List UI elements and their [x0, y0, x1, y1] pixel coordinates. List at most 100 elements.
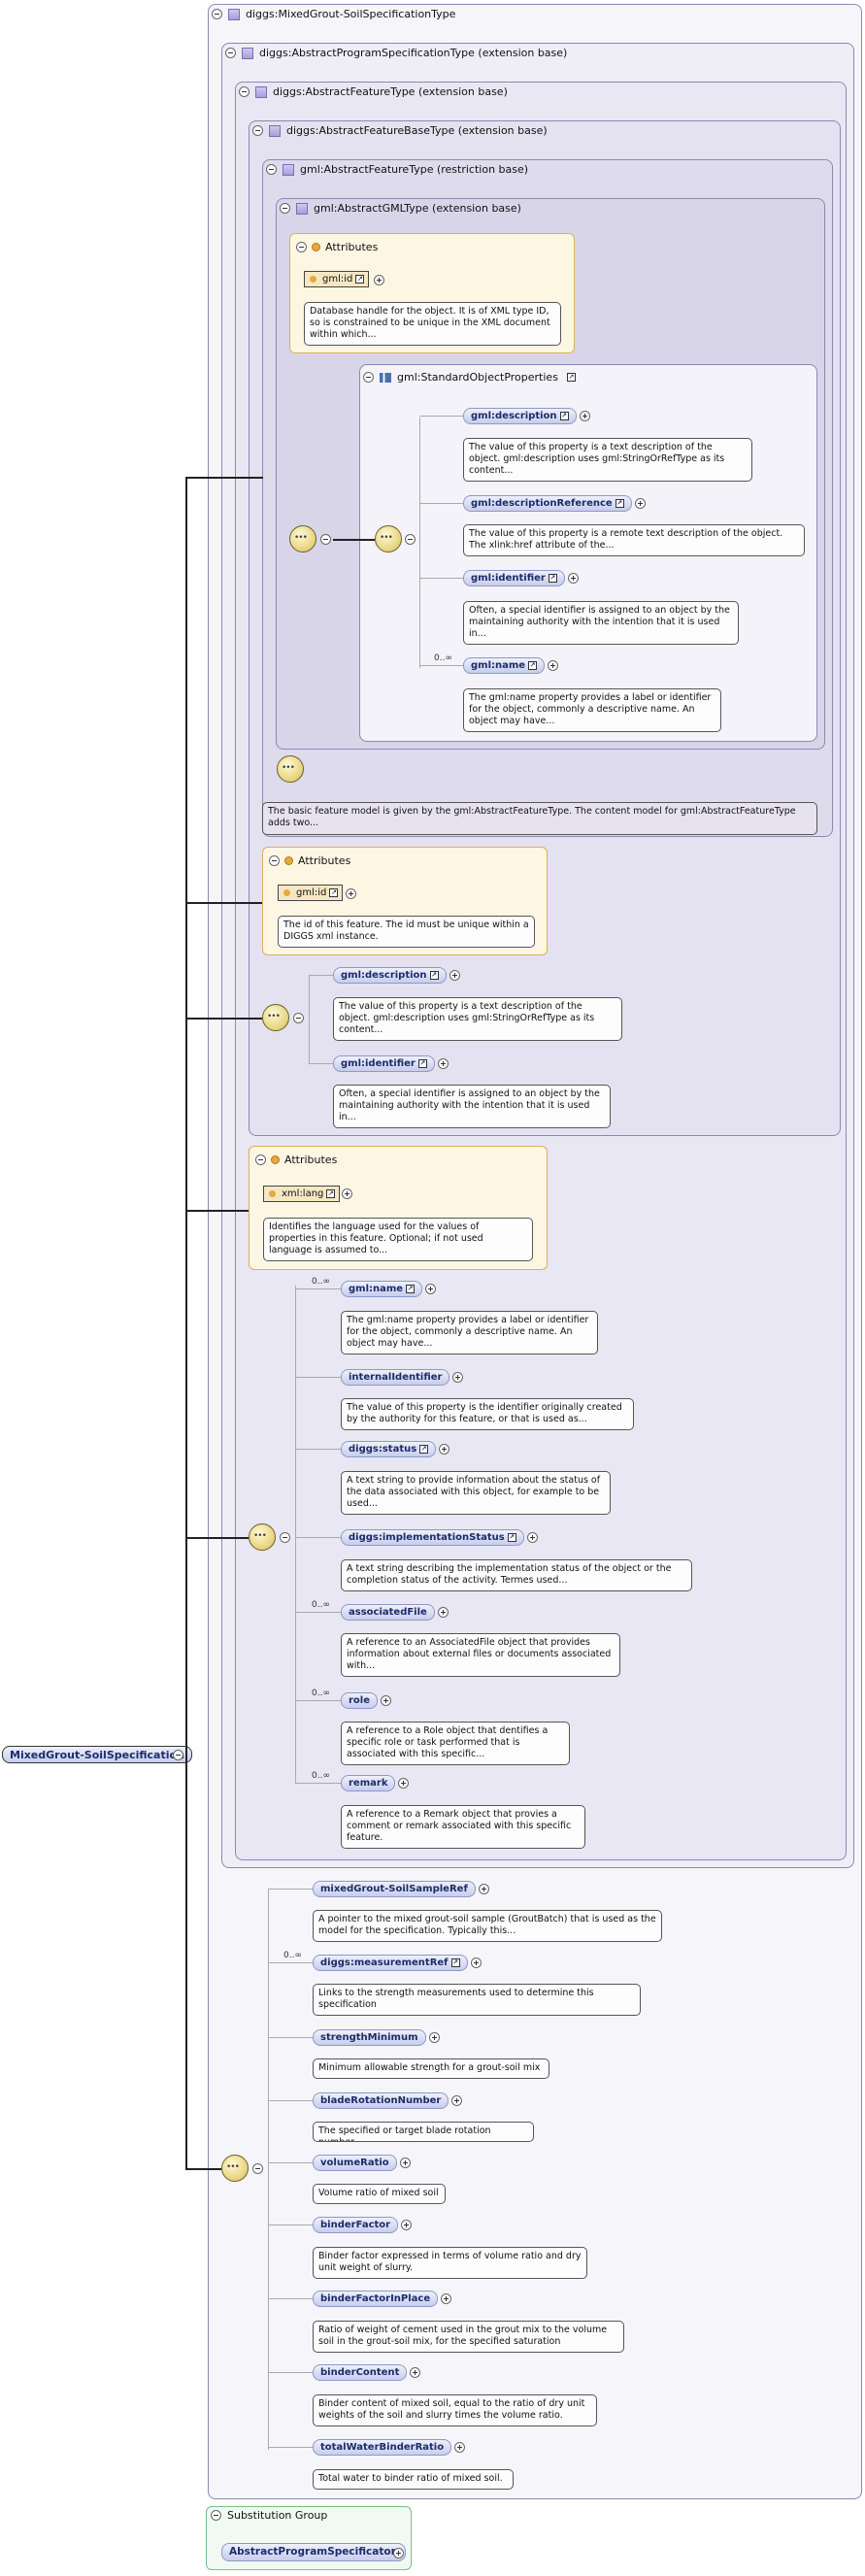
sequence-icon[interactable] — [249, 1523, 276, 1551]
sequence-icon[interactable] — [289, 525, 316, 552]
expand-icon[interactable] — [374, 275, 384, 285]
element-volumeratio[interactable]: volumeRatio — [313, 2155, 397, 2171]
expand-icon[interactable] — [438, 1607, 449, 1618]
expand-icon[interactable] — [439, 1444, 449, 1455]
element-gml-descriptionreference[interactable]: gml:descriptionReference↗ — [463, 495, 632, 512]
element-gml-identifier[interactable]: gml:identifier↗ — [333, 1055, 435, 1072]
expand-icon[interactable] — [441, 2293, 451, 2304]
collapse-icon[interactable] — [252, 125, 263, 136]
expand-icon[interactable] — [425, 1284, 436, 1294]
element-diggs-status[interactable]: diggs:status↗ — [341, 1441, 437, 1457]
jump-icon[interactable]: ↗ — [406, 1284, 416, 1293]
collapse-icon[interactable] — [269, 855, 280, 866]
expand-icon[interactable] — [401, 2220, 412, 2230]
expand-icon[interactable] — [381, 1695, 391, 1706]
expand-icon[interactable] — [454, 2442, 465, 2453]
expand-icon[interactable] — [438, 1058, 449, 1069]
jump-icon[interactable]: ↗ — [329, 887, 339, 897]
substitution-group-header[interactable]: Substitution Group — [211, 2509, 327, 2522]
jump-icon[interactable]: ↗ — [429, 970, 439, 980]
element-internalidentifier[interactable]: internalIdentifier — [341, 1369, 450, 1386]
element-binderfactor[interactable]: binderFactor — [313, 2217, 399, 2233]
collapse-icon[interactable] — [252, 2163, 263, 2174]
type-header-gml-feature[interactable]: gml:AbstractFeatureType (restriction bas… — [266, 163, 528, 176]
expand-icon[interactable] — [471, 1957, 482, 1968]
collapse-icon[interactable] — [363, 372, 374, 383]
collapse-icon[interactable] — [239, 86, 250, 97]
expand-icon[interactable] — [429, 2032, 440, 2043]
collapse-icon[interactable] — [293, 1013, 304, 1023]
sequence-icon[interactable] — [277, 755, 304, 783]
expand-icon[interactable] — [449, 970, 460, 981]
expand-icon[interactable] — [635, 498, 646, 509]
expand-icon[interactable] — [479, 1884, 489, 1894]
jump-icon[interactable]: ↗ — [548, 573, 557, 583]
element-totalwaterbinderratio[interactable]: totalWaterBinderRatio — [313, 2439, 452, 2456]
sequence-icon[interactable] — [375, 525, 402, 552]
collapse-icon[interactable] — [212, 9, 222, 19]
element-bindercontent[interactable]: binderContent — [313, 2364, 408, 2381]
jump-icon[interactable]: ↗ — [528, 660, 538, 670]
element-gml-name[interactable]: gml:name↗ — [463, 657, 546, 674]
collapse-icon[interactable] — [255, 1154, 266, 1165]
expand-icon[interactable] — [393, 2548, 404, 2559]
element-binderfactorinplace[interactable]: binderFactorInPlace — [313, 2291, 439, 2307]
expand-icon[interactable] — [398, 1778, 409, 1789]
group-header-standard-props[interactable]: gml:StandardObjectProperties↗ — [363, 371, 576, 384]
jump-icon[interactable]: ↗ — [419, 1444, 429, 1454]
attribute-gml-id[interactable]: gml:id↗ — [304, 271, 370, 287]
sequence-icon[interactable] — [262, 1004, 289, 1031]
type-header-abstract-feature[interactable]: diggs:AbstractFeatureType (extension bas… — [239, 85, 508, 98]
jump-icon[interactable]: ↗ — [559, 411, 569, 420]
expand-icon[interactable] — [410, 2367, 420, 2378]
expand-icon[interactable] — [451, 2095, 462, 2106]
element-associatedfile[interactable]: associatedFile — [341, 1604, 435, 1621]
element-gml-identifier[interactable]: gml:identifier↗ — [463, 570, 565, 586]
attributes-header[interactable]: Attributes — [255, 1154, 337, 1166]
collapse-icon[interactable] — [266, 164, 277, 175]
expand-icon[interactable] — [342, 1188, 352, 1199]
jump-icon[interactable]: ↗ — [507, 1532, 516, 1542]
attribute-gml-id[interactable]: gml:id↗ — [278, 885, 344, 901]
root-element[interactable]: MixedGrout-SoilSpecification — [2, 1746, 192, 1763]
collapse-icon[interactable] — [280, 1532, 290, 1543]
element-remark[interactable]: remark — [341, 1775, 396, 1791]
jump-icon[interactable]: ↗ — [450, 1957, 460, 1967]
attributes-header[interactable]: Attributes — [296, 241, 378, 253]
element-gml-description[interactable]: gml:description↗ — [463, 408, 577, 424]
collapse-icon[interactable] — [225, 48, 236, 58]
jump-icon[interactable]: ↗ — [355, 274, 365, 284]
collapse-icon[interactable] — [320, 534, 331, 545]
collapse-icon[interactable] — [405, 534, 416, 545]
expand-icon[interactable] — [346, 888, 356, 899]
element-diggs-implementationstatus[interactable]: diggs:implementationStatus↗ — [341, 1529, 524, 1546]
expand-icon[interactable] — [580, 411, 590, 421]
element-strengthminimum[interactable]: strengthMinimum — [313, 2029, 426, 2046]
collapse-icon[interactable] — [296, 242, 307, 252]
expand-icon[interactable] — [527, 1532, 538, 1543]
jump-icon[interactable]: ↗ — [417, 1058, 427, 1068]
type-header-gml-abstract[interactable]: gml:AbstractGMLType (extension base) — [280, 202, 521, 215]
element-mixedgrout-soilsampleref[interactable]: mixedGrout-SoilSampleRef — [313, 1881, 476, 1897]
attribute-xml-lang[interactable]: xml:lang↗ — [263, 1186, 341, 1202]
sequence-icon[interactable] — [221, 2155, 249, 2182]
collapse-icon[interactable] — [173, 1750, 183, 1760]
collapse-icon[interactable] — [211, 2510, 221, 2521]
jump-icon[interactable]: ↗ — [566, 373, 576, 382]
element-bladerotationnumber[interactable]: bladeRotationNumber — [313, 2092, 449, 2109]
element-gml-name[interactable]: gml:name↗ — [341, 1281, 423, 1297]
substitution-group-item[interactable]: AbstractProgramSpecificaton — [221, 2543, 407, 2561]
expand-icon[interactable] — [568, 573, 579, 584]
type-header-program-spec[interactable]: diggs:AbstractProgramSpecificationType (… — [225, 47, 567, 59]
attributes-header[interactable]: Attributes — [269, 854, 350, 867]
expand-icon[interactable] — [548, 660, 558, 671]
expand-icon[interactable] — [452, 1372, 463, 1383]
jump-icon[interactable]: ↗ — [326, 1188, 336, 1198]
element-gml-description[interactable]: gml:description↗ — [333, 967, 447, 984]
element-role[interactable]: role — [341, 1692, 379, 1709]
element-diggs-measurementref[interactable]: diggs:measurementRef↗ — [313, 1955, 468, 1971]
expand-icon[interactable] — [400, 2158, 411, 2168]
jump-icon[interactable]: ↗ — [615, 498, 624, 508]
collapse-icon[interactable] — [280, 203, 290, 214]
type-header-mixedgrout[interactable]: diggs:MixedGrout-SoilSpecificationType — [212, 8, 455, 20]
